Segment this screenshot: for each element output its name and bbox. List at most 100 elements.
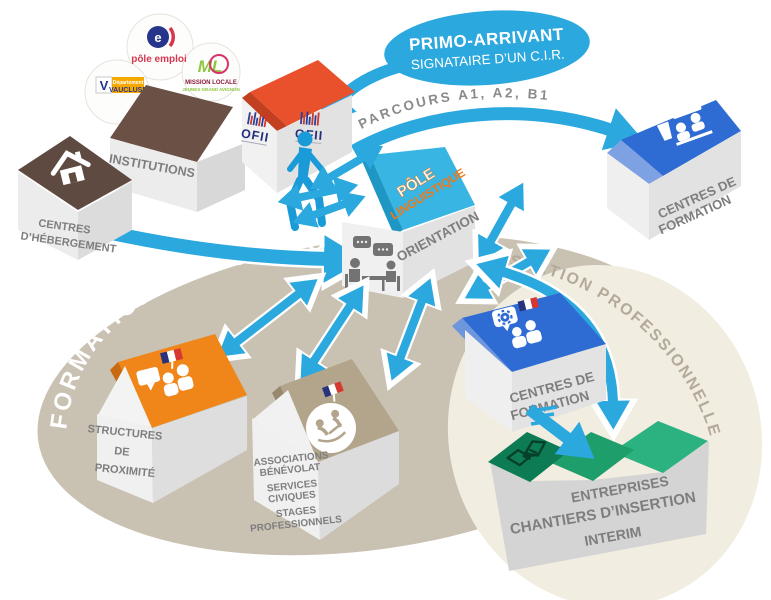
structures-gable (98, 366, 152, 428)
institutions-roof (110, 85, 233, 162)
structures-line2: DE (114, 445, 130, 459)
house-structures: STRUCTURES DE PROXIMITÉ (87, 334, 247, 503)
speech-bubble (136, 366, 161, 386)
arrow-center-structures (217, 279, 318, 357)
house-ofii: OFII OFII (240, 60, 355, 193)
arrow-ofii-center-1 (310, 145, 383, 190)
ofii-people-bars-icon (300, 111, 320, 126)
interviewee-body (386, 271, 396, 282)
house-hebergement: CENTRES D’HÉBERGEMENT (18, 136, 132, 260)
speech-bubble-tail (503, 324, 510, 332)
trainee2-body (526, 330, 542, 344)
associations-front-wall (252, 418, 320, 540)
community-talk-icon (136, 348, 194, 397)
formation-nord-front-wall (607, 153, 649, 240)
vaucluse-line1: Département (113, 80, 144, 86)
house-formation-sud: CENTRES DE FORMATION (452, 293, 606, 432)
structures-side-wall (152, 396, 247, 503)
student1-body (676, 130, 691, 142)
trainee2-head (525, 320, 536, 331)
person-back-arm (287, 150, 305, 172)
formation-sud-front-wall (465, 330, 512, 432)
person1-head (162, 372, 174, 384)
arrow-center-associations (300, 285, 364, 382)
entreprises-front-wall (490, 441, 709, 571)
arrow-center-nord (478, 182, 524, 263)
ofii-roof-edge (242, 92, 287, 131)
person2-body (177, 376, 194, 391)
volunteer-icon (306, 403, 356, 453)
person-head (297, 131, 313, 147)
trainee1-head (512, 327, 522, 337)
hebergement-front-wall (18, 172, 78, 260)
formation-nord-side-wall (649, 131, 741, 240)
french-flag-icon (322, 381, 344, 402)
handshake-icon (506, 440, 547, 467)
speech-bubble-tail (147, 382, 155, 391)
band-bubble-to-ofii (318, 60, 404, 125)
teacher-body (656, 121, 673, 141)
structures-line3: PROXIMITÉ (94, 461, 156, 480)
vaucluse-symbol: V (100, 78, 109, 93)
vaucluse-banner (112, 77, 144, 93)
interviewer-head (350, 258, 360, 268)
ofii-roof (250, 60, 355, 126)
house-formation-nord: CENTRES DE FORMATION (607, 90, 741, 240)
associations-gable (252, 390, 318, 462)
shelter-chimney-glyph (74, 151, 82, 161)
vaucluse-line2: VAUCLUSE (109, 87, 147, 94)
associations-line5: STAGES (275, 505, 317, 520)
mission-locale-line1: MISSION LOCALE (185, 80, 237, 86)
vaucluse-logo: V Département VAUCLUSE (95, 76, 147, 94)
structures-front-wall (97, 414, 153, 503)
table (362, 276, 386, 280)
teacher-head (655, 112, 666, 123)
institutions-side-wall (197, 143, 245, 212)
entreprises-rooftooth-3 (612, 421, 708, 473)
bubble-ellipse (384, 10, 590, 86)
classroom-icon (655, 90, 713, 146)
speed-lines (530, 405, 558, 426)
whiteboard (667, 90, 702, 119)
formation-nord-roof-edge (607, 140, 663, 184)
french-flag-icon (517, 297, 539, 312)
ofii-logo-left: OFII (240, 112, 270, 146)
pole-linguistique-roof (370, 147, 475, 230)
pole-emploi-logo: e pôle emploi (131, 26, 187, 65)
person1-body (163, 382, 179, 397)
house-institutions: INSTITUTIONS (108, 85, 245, 212)
handshake-fingers (522, 449, 538, 460)
french-flag-icon (160, 348, 184, 369)
shelter-house-icon (50, 150, 91, 186)
arrow-ofii-center-3 (292, 191, 366, 228)
ofii-wordmark: OFII (240, 126, 270, 145)
ofii-smalltext-line (240, 140, 267, 146)
associations-line4: CIVIQUES (268, 489, 317, 505)
speed-arrow (525, 404, 595, 459)
band-institutions-to-center (110, 226, 365, 283)
associations-side-wall (318, 431, 399, 540)
desk-line (676, 130, 713, 146)
primo-arrivant-bubble: PRIMO-ARRIVANT SIGNATAIRE D’UN C.I.R. (384, 10, 590, 86)
mission-locale-ring-icon (209, 54, 229, 74)
hebergement-side-wall (78, 182, 132, 260)
band-parcours (350, 107, 645, 157)
institutions-front-wall (110, 138, 197, 212)
arrow-ofii-center-2 (277, 176, 359, 211)
student1-head (675, 122, 686, 133)
student2-head (690, 112, 701, 123)
person2-head (176, 364, 189, 377)
mission-locale-line2: JEUNES GRAND AVIGNON (182, 87, 240, 92)
building-entreprises: ENTREPRISES CHANTIERS D’INSERTION INTERI… (488, 421, 709, 571)
ofii-people-bars-icon (247, 112, 268, 128)
pole-emploi-e-disc (147, 26, 169, 48)
shelter-roof-glyph (50, 150, 91, 176)
house-associations: ASSOCIATIONS BÉNÉVOLAT SERVICES CIVIQUES… (250, 359, 399, 540)
teacher-arm (665, 106, 674, 120)
training-gear-icon (491, 297, 542, 349)
pole-emploi-symbol: e (154, 30, 161, 45)
mission-locale-logo: ML MISSION LOCALE JEUNES GRAND AVIGNON (182, 54, 240, 92)
trainee1-body (512, 335, 527, 349)
handshake-left-sleeve (506, 449, 532, 467)
